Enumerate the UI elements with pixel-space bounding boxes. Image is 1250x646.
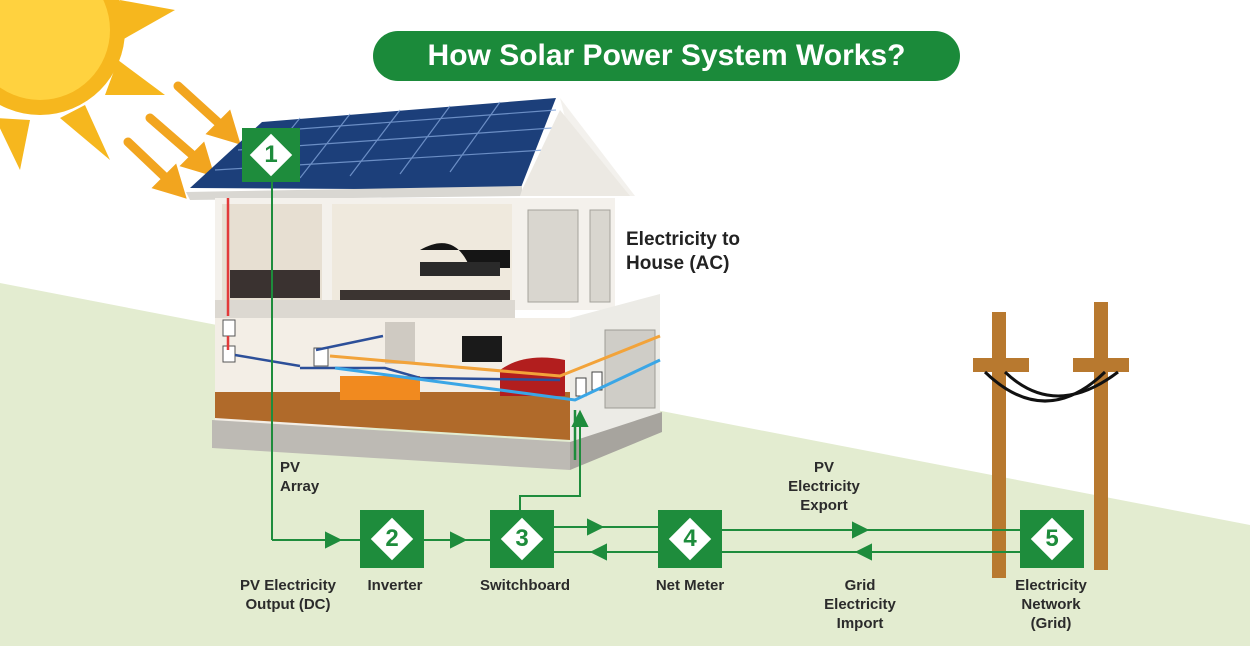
grid-label: Electricity Network (Grid) [1015, 577, 1087, 632]
node-5-grid: 5 [1020, 510, 1084, 568]
node-3-switchboard: 3 [490, 510, 554, 568]
grid-import-label: Grid Electricity Import [824, 577, 896, 632]
inverter-label: Inverter [367, 577, 423, 594]
pv-output-label: PV Electricity Output (DC) [240, 577, 336, 613]
electricity-to-house-label: Electricity to House (AC) [626, 229, 741, 274]
sun-icon [0, 0, 175, 170]
node-1-solar-panels: 1 [242, 128, 300, 182]
sun-rays-icon [123, 81, 241, 199]
switchboard-label: Switchboard [479, 577, 570, 594]
house-wiring [226, 198, 661, 460]
flow-lines [271, 178, 1020, 561]
utility-pole-icon [973, 302, 1129, 578]
page-title: How Solar Power System Works? [373, 31, 960, 81]
node-2-inverter: 2 [360, 510, 424, 568]
node-4-number: 4 [683, 525, 697, 552]
node-4-net-meter: 4 [658, 510, 722, 568]
net-meter-label: Net Meter [655, 577, 725, 594]
node-2-number: 2 [385, 525, 399, 552]
pv-export-label: PV Electricity Export [788, 459, 860, 514]
pv-array-label: PV Array [280, 459, 320, 495]
node-1-number: 1 [264, 141, 278, 168]
node-5-number: 5 [1045, 525, 1059, 552]
node-3-number: 3 [515, 525, 529, 552]
